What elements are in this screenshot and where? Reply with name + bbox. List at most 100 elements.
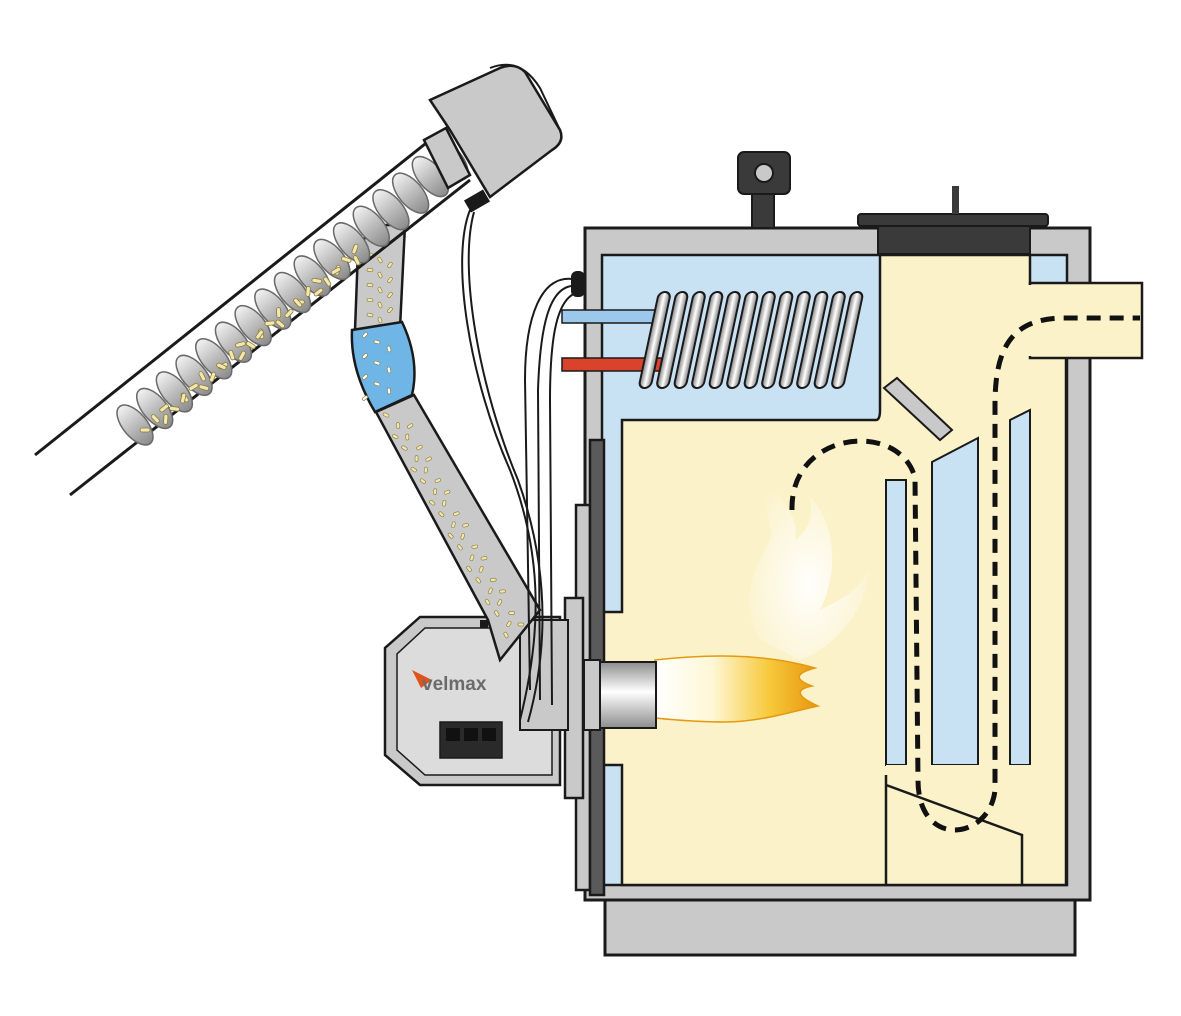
pellet bbox=[438, 511, 445, 518]
auger-flight bbox=[116, 404, 154, 446]
pellet bbox=[169, 405, 180, 412]
flame-icon bbox=[654, 470, 869, 723]
pellet bbox=[373, 381, 381, 387]
pellet bbox=[366, 312, 374, 318]
pellet bbox=[494, 610, 500, 617]
coil-winding bbox=[761, 291, 794, 389]
pellet bbox=[457, 544, 463, 551]
pellet bbox=[387, 307, 393, 313]
pellet bbox=[238, 350, 246, 361]
pellet bbox=[377, 286, 383, 294]
coil-winding bbox=[831, 291, 864, 389]
pellet bbox=[392, 434, 399, 440]
boiler bbox=[561, 151, 1144, 957]
pellet bbox=[407, 423, 414, 429]
pellet bbox=[255, 329, 264, 340]
pellet bbox=[351, 243, 359, 255]
thermostat-knob-icon[interactable] bbox=[737, 151, 791, 229]
pellet bbox=[377, 271, 383, 279]
pellet bbox=[264, 320, 276, 327]
pellet bbox=[469, 554, 475, 562]
pellet-feeder-icon bbox=[350, 223, 542, 663]
pellet bbox=[497, 599, 503, 606]
pellet bbox=[471, 544, 479, 549]
pellet bbox=[517, 622, 525, 627]
pellet bbox=[382, 412, 390, 418]
pellet bbox=[228, 349, 236, 361]
brand-name: velmax bbox=[422, 674, 487, 695]
auger-flight bbox=[293, 255, 331, 297]
pellet bbox=[235, 341, 246, 348]
pellet bbox=[313, 287, 324, 297]
pellet bbox=[387, 261, 393, 269]
pellet bbox=[159, 403, 169, 413]
top-lid-pin bbox=[952, 186, 959, 214]
auger-tube-top bbox=[34, 138, 431, 457]
coil-winding bbox=[743, 291, 776, 389]
motor-cable-gland bbox=[463, 189, 491, 213]
auger-flight bbox=[372, 188, 410, 231]
pellet bbox=[377, 256, 383, 264]
burner-tube bbox=[519, 619, 569, 731]
flue-path-icon bbox=[789, 315, 1140, 833]
pellet bbox=[423, 466, 428, 474]
pellet bbox=[447, 532, 454, 539]
pellet bbox=[245, 341, 256, 350]
pellet bbox=[429, 499, 436, 506]
brand-logo-icon bbox=[412, 670, 432, 688]
water-baffle-left bbox=[885, 479, 907, 766]
pellet bbox=[489, 577, 497, 582]
pellet bbox=[387, 276, 393, 284]
pellet bbox=[401, 445, 408, 451]
auger-flight bbox=[254, 288, 292, 330]
burner-nozzle bbox=[599, 661, 657, 729]
pellet bbox=[466, 565, 472, 572]
pellet bbox=[433, 488, 437, 495]
pellet bbox=[366, 297, 374, 303]
pellet bbox=[460, 533, 465, 540]
auger-motor-icon bbox=[422, 63, 563, 213]
pellet bbox=[180, 392, 187, 404]
pellet bbox=[373, 360, 381, 366]
pellet bbox=[453, 511, 460, 517]
pellet bbox=[414, 455, 419, 462]
ghost-flame bbox=[749, 470, 869, 660]
top-lid-plate bbox=[857, 213, 1049, 227]
pellet bbox=[198, 371, 207, 382]
burner-icon: velmax bbox=[383, 615, 657, 787]
pellet bbox=[405, 433, 410, 441]
motor-collar bbox=[422, 126, 472, 190]
pellet bbox=[386, 366, 392, 374]
heat-exchanger-coil-icon bbox=[561, 291, 864, 389]
auger-flight bbox=[391, 172, 430, 214]
pellet bbox=[150, 414, 160, 424]
electrical-connector[interactable] bbox=[439, 721, 503, 759]
pellet bbox=[352, 255, 361, 266]
pellet bbox=[276, 307, 282, 319]
pellet bbox=[377, 316, 383, 324]
pellet bbox=[284, 308, 294, 318]
pellet bbox=[209, 371, 217, 383]
pellet bbox=[311, 277, 323, 284]
pellet bbox=[216, 362, 227, 370]
pellet bbox=[478, 566, 484, 573]
pellet bbox=[366, 283, 374, 287]
pellet bbox=[508, 611, 515, 615]
pellet bbox=[499, 589, 506, 594]
pellet bbox=[305, 286, 311, 297]
ash-slope bbox=[885, 783, 1024, 885]
pellet bbox=[139, 427, 151, 433]
pellet bbox=[323, 276, 332, 287]
coil-winding bbox=[673, 291, 706, 389]
pellet bbox=[506, 620, 512, 628]
pellet bbox=[386, 345, 392, 353]
coil-winding bbox=[813, 291, 846, 389]
water-baffle-middle bbox=[931, 436, 979, 766]
burner-nozzle-ring bbox=[583, 659, 601, 731]
pellet bbox=[462, 523, 469, 528]
pellet bbox=[373, 339, 381, 345]
deflector-plate bbox=[882, 376, 954, 442]
pellet bbox=[487, 587, 493, 595]
cold-water-pipe bbox=[561, 309, 663, 324]
